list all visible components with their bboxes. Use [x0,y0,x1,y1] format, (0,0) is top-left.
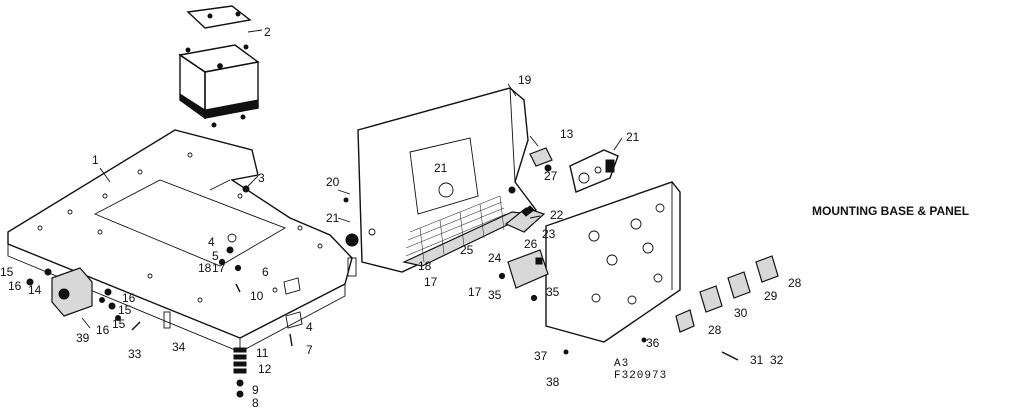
callout-30: 30 [734,306,748,320]
callout-17: 17 [212,261,226,275]
callout-22: 22 [550,208,564,222]
mesh-grille [405,195,507,263]
callout-2: 2 [264,25,271,39]
callout-16b: 16 [122,291,136,305]
callout-18: 18 [198,261,212,275]
callout-12: 12 [258,362,272,376]
callout-labels: 1 2 3 4 5 18 17 6 10 15 16 14 39 16 15 1… [0,25,802,409]
diagram-title: MOUNTING BASE & PANEL [812,204,969,218]
callout-8: 8 [252,396,259,409]
leader-lines [99,83,623,223]
callout-39: 39 [76,331,90,345]
transformer-part [178,44,260,128]
switch-bracket-part [569,149,619,193]
callout-14: 14 [28,283,42,297]
front-panel-part [498,181,681,343]
callout-21a: 21 [326,211,340,225]
callout-26: 26 [524,237,538,251]
callout-28b: 28 [708,323,722,337]
callout-24: 24 [488,251,502,265]
callout-1: 1 [92,153,99,167]
callout-16c: 16 [96,323,110,337]
switch-parts [563,255,779,361]
callout-17b: 17 [424,275,438,289]
callout-19: 19 [518,73,532,87]
callout-36: 36 [646,336,660,350]
callout-4b: 4 [306,320,313,334]
callout-27: 21 [626,130,640,144]
callout-9: 9 [252,383,259,397]
callout-37: 37 [534,349,548,363]
callout-7: 7 [306,343,313,357]
callout-38: 38 [546,375,560,389]
callout-4: 4 [208,235,215,249]
callout-10: 10 [250,289,264,303]
spring-foot-parts [233,338,247,398]
callout-35a: 35 [488,288,502,302]
callout-32: 32 [770,353,784,367]
callout-15c: 15 [112,317,126,331]
drawing-code: A3 F320973 [614,358,667,382]
callout-18b: 18 [418,259,432,273]
callout-5: 5 [212,249,219,263]
callout-33: 33 [128,347,142,361]
cover-hardware-parts [504,147,553,233]
callout-6: 6 [262,265,269,279]
callout-17c: 17 [468,285,482,299]
callout-23: 23 [542,227,556,241]
callout-21b: 21 [434,161,448,175]
callout-25: 25 [460,243,474,257]
callout-21c: 13 [560,127,574,141]
lower-hardware-parts [26,267,171,331]
callout-13: 27 [544,169,558,183]
base-hardware-parts [218,185,303,347]
callout-34: 34 [172,340,186,354]
mounting-base-part [7,129,357,353]
callout-29: 29 [764,289,778,303]
callout-15b: 15 [118,303,132,317]
housing-cover-part [343,87,538,273]
callout-15a: 15 [0,265,14,279]
callout-31: 31 [750,353,764,367]
callout-20: 20 [326,175,340,189]
callout-11: 11 [256,346,269,360]
callout-16a: 16 [8,279,22,293]
callout-3: 3 [258,171,265,185]
callout-28a: 28 [788,276,802,290]
callout-35b: 35 [546,285,560,299]
top-plate-part [186,5,263,33]
